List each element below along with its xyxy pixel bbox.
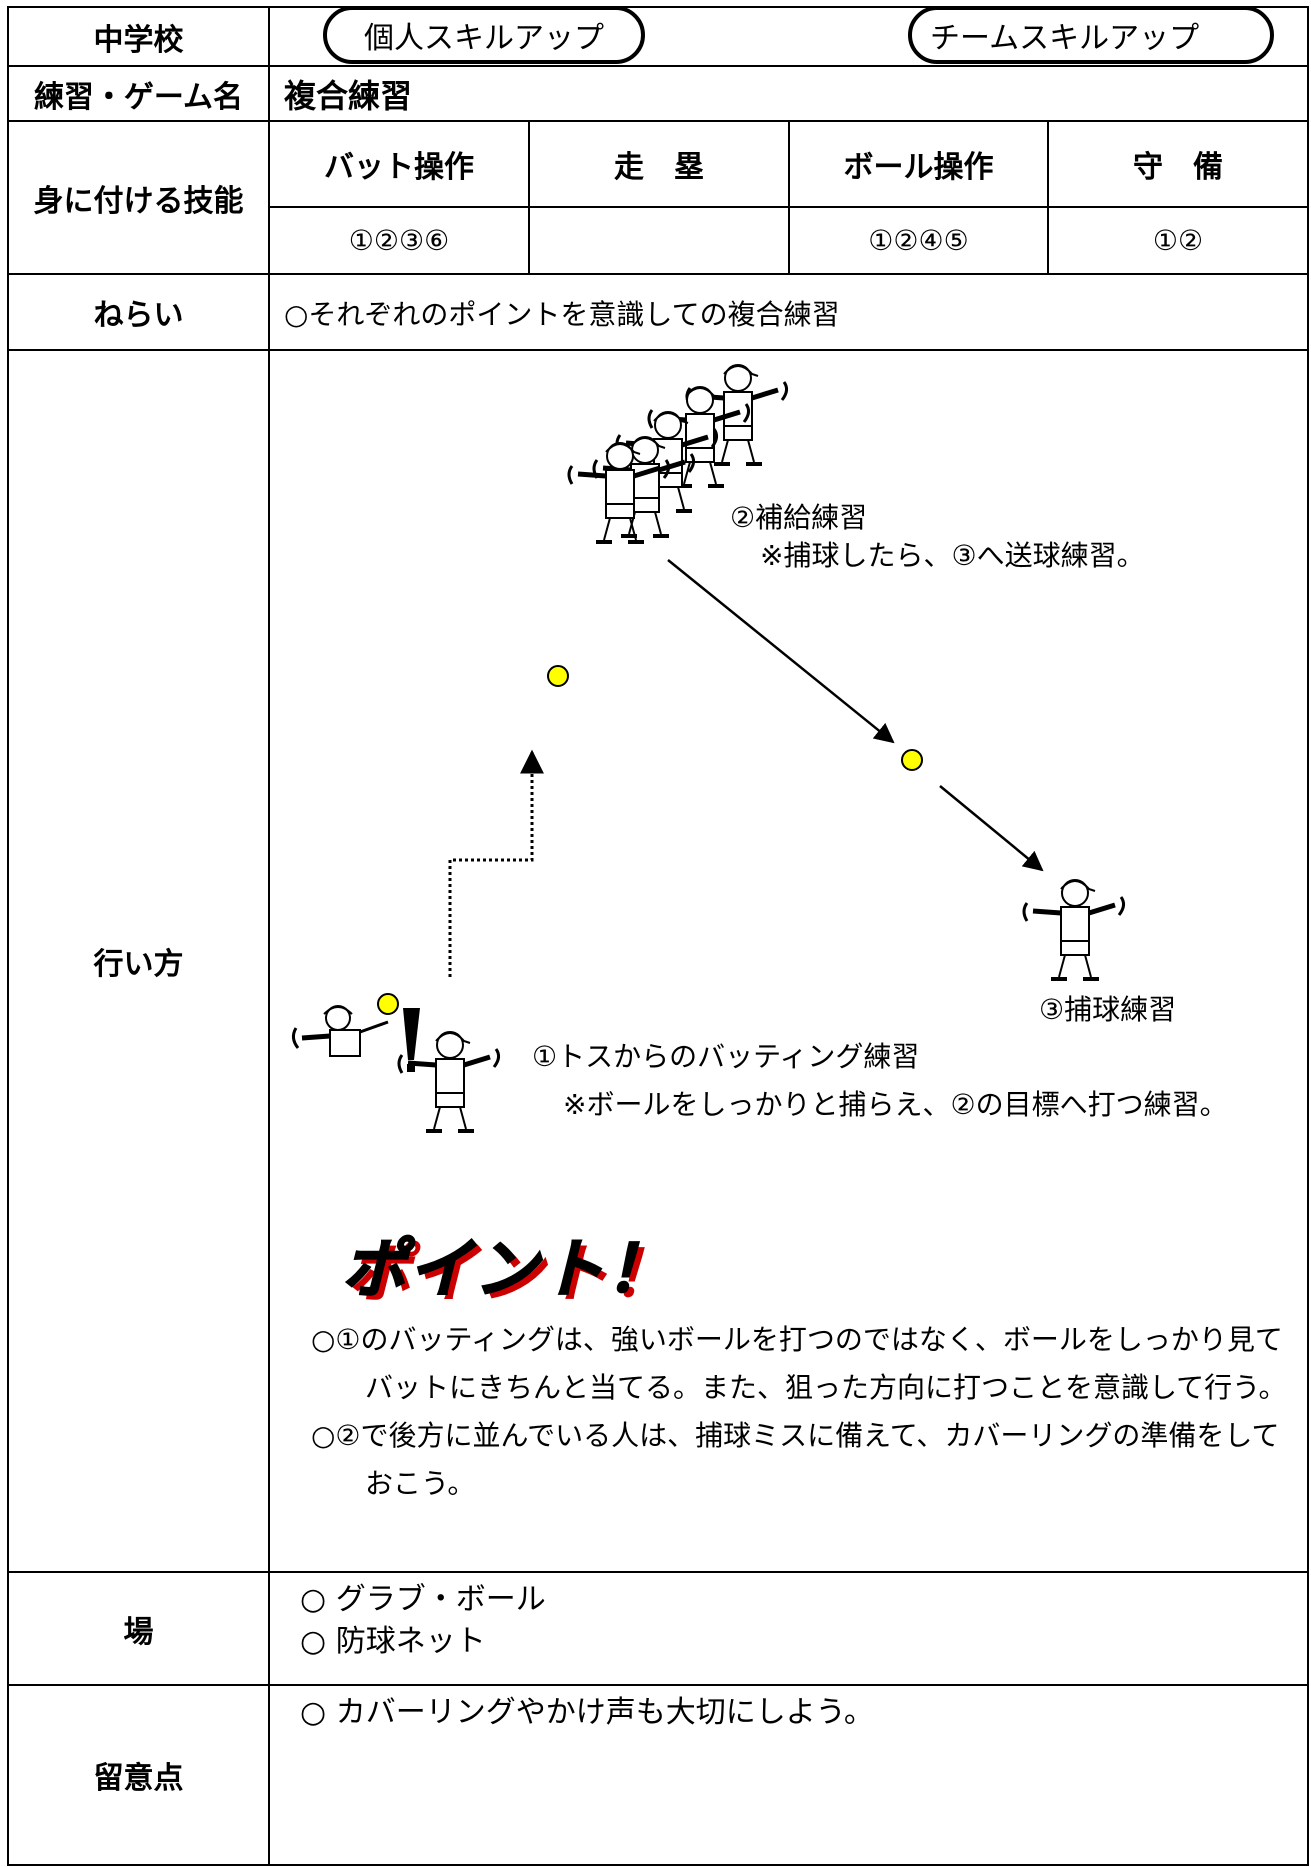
aim-label: ねらい xyxy=(93,298,184,333)
skill-value-defense: ①② xyxy=(1152,224,1204,257)
tossed-ball-icon xyxy=(377,993,399,1015)
skill-value-bat: ①②③⑥ xyxy=(348,224,450,257)
throw-arrow-2 xyxy=(939,785,1044,872)
batter-player-icon xyxy=(399,1008,499,1131)
point-1-line1: ○①のバッティングは、強いボールを打つのではなく、ボールをしっかり見て xyxy=(311,1323,1283,1356)
tosser-player-icon xyxy=(291,1005,389,1057)
skill-col-defense: 守 備 xyxy=(1133,150,1223,185)
point-2-line1: ○②で後方に並んでいる人は、捕球ミスに備えて、カバーリングの準備をして xyxy=(311,1419,1280,1452)
thrown-ball-icon xyxy=(901,749,923,771)
skill-col-bat: バット操作 xyxy=(324,150,474,185)
catcher-player-icon xyxy=(1024,880,1124,979)
step1-title: ①トスからのバッティング練習 xyxy=(532,1040,920,1073)
point-2-line2: おこう。 xyxy=(365,1467,476,1500)
aim-text: ○それぞれのポイントを意識しての複合練習 xyxy=(284,298,840,331)
skill-col-running: 走 塁 xyxy=(614,150,704,185)
point-heading-text: ポイント！ xyxy=(341,1232,672,1308)
team-skill-tag: チームスキルアップ xyxy=(908,6,1274,64)
point-heading: ポイント！ ポイント！ xyxy=(341,1218,702,1312)
skill-col-ball: ボール操作 xyxy=(843,150,994,185)
place-item-2: ○ 防球ネット xyxy=(300,1624,486,1659)
throw-arrow-1 xyxy=(667,559,895,744)
step2-note: ※捕球したら、③へ送球練習。 xyxy=(760,539,1145,572)
place-label: 場 xyxy=(123,1614,154,1650)
point-1-line2: バットにきちんと当てる。また、狙った方向に打つことを意識して行う。 xyxy=(365,1371,1287,1404)
hit-ball-icon xyxy=(547,665,569,687)
step3-title: ③捕球練習 xyxy=(1039,993,1177,1026)
skill-value-ball: ①②④⑤ xyxy=(868,224,969,257)
school-label: 中学校 xyxy=(93,22,184,58)
notes-label: 留意点 xyxy=(93,1761,184,1796)
point-heading-shadow: ポイント！ xyxy=(348,1238,678,1312)
individual-skill-tag: 個人スキルアップ xyxy=(323,6,645,64)
method-label: 行い方 xyxy=(93,947,184,982)
notes-item-1: ○ カバーリングやかけ声も大切にしよう。 xyxy=(300,1695,874,1730)
hit-path-arrow xyxy=(448,749,544,977)
place-item-1: ○ グラブ・ボール xyxy=(300,1582,546,1617)
skills-label: 身に付ける技能 xyxy=(33,183,244,219)
practice-name: 複合練習 xyxy=(284,76,413,115)
practice-name-label: 練習・ゲーム名 xyxy=(33,79,244,115)
step1-note: ※ボールをしっかりと捕らえ、②の目標へ打つ練習。 xyxy=(563,1088,1228,1121)
step2-title: ②補給練習 xyxy=(730,501,868,534)
